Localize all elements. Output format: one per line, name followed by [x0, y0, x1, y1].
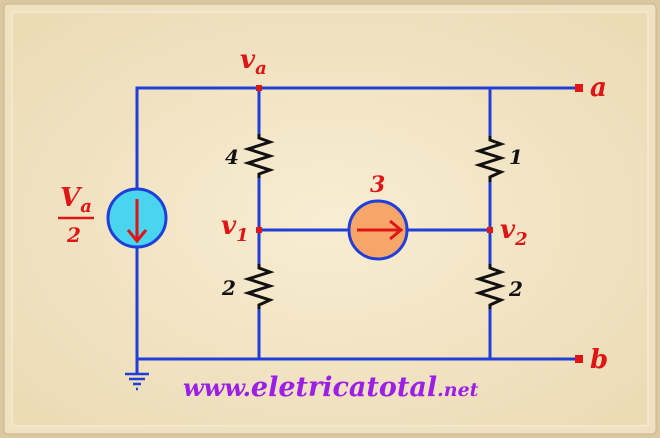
- resistors: [243, 134, 506, 309]
- node-v1: [256, 227, 262, 233]
- current-source-value: 3: [370, 172, 385, 198]
- terminal-a-label: a: [590, 73, 607, 103]
- terminal-b-label: b: [590, 345, 608, 375]
- source-value-numerator: Va: [60, 183, 92, 217]
- resistor-bottom-left-value: 2: [221, 276, 236, 300]
- resistor-top-left: [243, 134, 275, 178]
- terminal-a-dot: [575, 84, 583, 92]
- resistor-bottom-left: [243, 264, 275, 309]
- node-v1-label: v1: [221, 211, 249, 246]
- ground-icon: [125, 372, 149, 391]
- resistor-top-right: [474, 136, 506, 182]
- node-v2: [487, 227, 493, 233]
- resistor-bottom-right: [474, 264, 506, 309]
- current-source-icon: [347, 199, 409, 261]
- source-value-denominator: 2: [66, 223, 81, 247]
- node-va-label: va: [240, 45, 267, 79]
- nodes: [256, 84, 583, 363]
- current-source-icon: [106, 187, 168, 249]
- node-v2-label: v2: [500, 215, 528, 250]
- website-credit: www.eletricatotal.net: [183, 372, 479, 403]
- resistor-bottom-right-value: 2: [508, 277, 523, 301]
- terminal-b-dot: [575, 355, 583, 363]
- node-va: [256, 85, 262, 91]
- resistor-top-right-value: 1: [509, 145, 523, 169]
- resistor-top-left-value: 4: [225, 145, 239, 169]
- wires: [135, 86, 581, 374]
